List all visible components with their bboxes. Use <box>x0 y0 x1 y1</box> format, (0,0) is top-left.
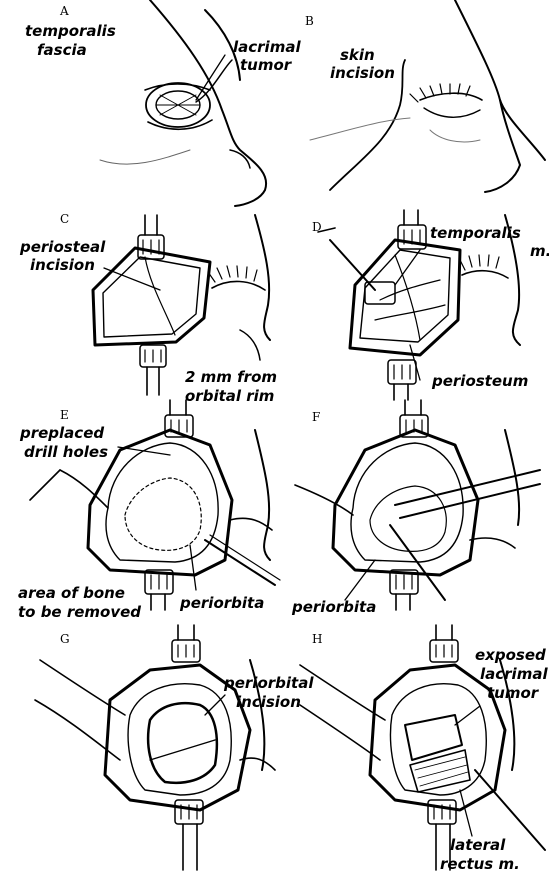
panel-letter-f: F <box>312 410 320 424</box>
label-orbital-rim: orbital rim <box>185 389 274 404</box>
label-preplaced: preplaced <box>20 426 104 441</box>
label-tumor-h: tumor <box>487 686 538 701</box>
label-periosteal: periosteal <box>20 240 105 255</box>
label-lateral: lateral <box>450 838 505 853</box>
label-periosteum: periosteum <box>432 374 528 389</box>
label-periorbital: periorbital <box>224 676 313 691</box>
label-drill-holes: drill holes <box>24 445 108 460</box>
label-m: m. <box>530 244 549 259</box>
label-to-be-removed: to be removed <box>18 605 141 620</box>
label-fascia: fascia <box>37 43 87 58</box>
label-exposed: exposed <box>475 648 546 663</box>
label-skin: skin <box>340 48 375 63</box>
panel-b-drawing <box>310 0 545 192</box>
panel-letter-h: H <box>312 632 322 646</box>
label-tumor: tumor <box>240 58 291 73</box>
panel-letter-a: A <box>60 4 69 18</box>
panel-a-drawing <box>100 0 266 206</box>
panel-letter-b: B <box>305 14 314 28</box>
label-temporalis-m: temporalis <box>430 226 521 241</box>
label-temporalis: temporalis <box>25 24 116 39</box>
panel-letter-c: C <box>60 212 69 226</box>
label-skin-incision: incision <box>330 66 395 81</box>
label-periorbital-incision: incision <box>236 695 301 710</box>
label-periorbita-e: periorbita <box>180 596 264 611</box>
label-2mm-from: 2 mm from <box>185 370 277 385</box>
panel-letter-d: D <box>312 220 322 234</box>
label-lacrimal-h: lacrimal <box>480 667 548 682</box>
panel-g-drawing <box>35 625 275 870</box>
panel-letter-g: G <box>60 632 70 646</box>
label-rectus-m: rectus m. <box>440 857 520 872</box>
leader-lines <box>104 55 480 836</box>
label-area-of-bone: area of bone <box>18 586 125 601</box>
panel-letter-e: E <box>60 408 69 422</box>
label-periosteal-incision: incision <box>30 258 95 273</box>
panel-f-drawing <box>295 400 540 610</box>
label-periorbita-f: periorbita <box>292 600 376 615</box>
label-lacrimal: lacrimal <box>233 40 301 55</box>
